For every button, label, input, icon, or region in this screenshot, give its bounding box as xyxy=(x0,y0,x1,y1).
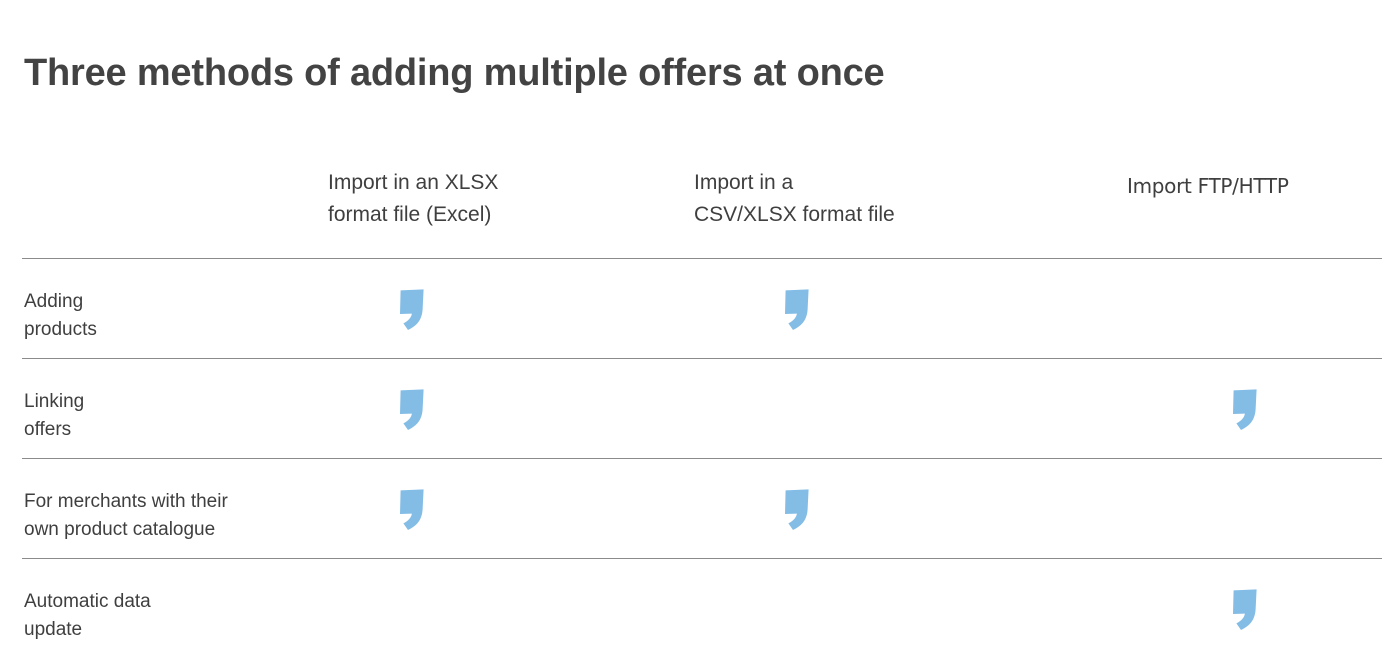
quote-mark-icon xyxy=(396,289,436,335)
row-divider xyxy=(22,358,1382,359)
quote-mark-icon xyxy=(781,489,821,535)
quote-mark-icon xyxy=(396,489,436,535)
column-header-ftp-http: Import FTP/HTTP xyxy=(1127,170,1386,202)
quote-mark-icon xyxy=(1229,589,1269,635)
comparison-table-page: { "page": { "title": "Three methods of a… xyxy=(22,52,1382,640)
table-header-row: Import in an XLSX format file (Excel) Im… xyxy=(0,150,1386,258)
quote-mark-icon xyxy=(1229,389,1269,435)
row-label-automatic-data-update: Automatic data update xyxy=(24,588,314,644)
quote-mark-icon xyxy=(396,389,436,435)
cell-mark-automatic-data-update-ftp-http xyxy=(1229,589,1269,635)
column-header-csv-xlsx: Import in a CSV/XLSX format file xyxy=(694,167,1034,231)
cell-mark-own-product-catalogue-csv-xlsx xyxy=(781,489,821,535)
cell-mark-linking-offers-xlsx xyxy=(396,389,436,435)
row-label-line1: Adding xyxy=(24,291,84,312)
cell-mark-adding-products-xlsx xyxy=(396,289,436,335)
row-divider xyxy=(22,458,1382,459)
row-label-linking-offers: Linking offers xyxy=(24,388,314,444)
row-label-line2: products xyxy=(24,319,97,340)
cell-mark-linking-offers-ftp-http xyxy=(1229,389,1269,435)
row-label-adding-products: Adding products xyxy=(24,288,314,344)
column-header-xlsx-line2: format file (Excel) xyxy=(328,203,492,226)
row-label-line2: update xyxy=(24,619,83,640)
row-label-own-product-catalogue: For merchants with their own product cat… xyxy=(24,488,314,544)
cell-mark-adding-products-csv-xlsx xyxy=(781,289,821,335)
row-divider xyxy=(22,258,1382,259)
column-header-csv-xlsx-line2: CSV/XLSX format file xyxy=(694,203,895,226)
table-row: Automatic data update xyxy=(0,558,1386,658)
row-label-line2: own product catalogue xyxy=(24,519,216,540)
table-row: Linking offers xyxy=(0,358,1386,458)
cell-mark-own-product-catalogue-xlsx xyxy=(396,489,436,535)
column-header-ftp-http-line1: Import FTP/HTTP xyxy=(1127,174,1289,198)
row-label-line1: Automatic data xyxy=(24,591,151,612)
row-label-line1: For merchants with their xyxy=(24,491,228,512)
row-divider xyxy=(22,558,1382,559)
quote-mark-icon xyxy=(781,289,821,335)
row-label-line1: Linking xyxy=(24,391,85,412)
comparison-table: Import in an XLSX format file (Excel) Im… xyxy=(0,150,1386,658)
table-row: For merchants with their own product cat… xyxy=(0,458,1386,558)
table-row: Adding products xyxy=(0,258,1386,358)
row-label-line2: offers xyxy=(24,419,72,440)
column-header-xlsx-line1: Import in an XLSX xyxy=(328,171,499,194)
column-header-xlsx: Import in an XLSX format file (Excel) xyxy=(328,167,658,231)
page-title: Three methods of adding multiple offers … xyxy=(24,52,885,95)
column-header-csv-xlsx-line1: Import in a xyxy=(694,171,794,194)
